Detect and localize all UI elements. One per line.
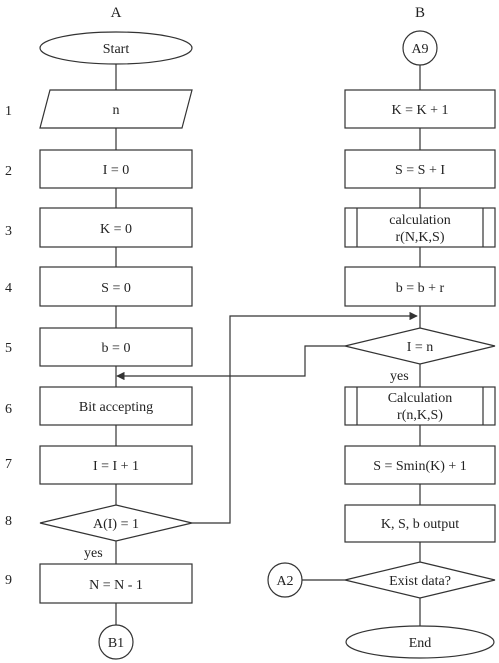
row-number-8: 8 [5, 514, 12, 529]
bit-accepting-label: Bit accepting [79, 400, 153, 415]
row-number-1: 1 [5, 104, 12, 119]
column-b-connectors [297, 65, 421, 626]
b1-label: B1 [108, 636, 124, 651]
a2-label: A2 [276, 574, 293, 589]
row-number-7: 7 [5, 457, 12, 472]
decision-i-label: I = n [407, 340, 434, 355]
input-n-block: n [39, 89, 193, 129]
b1-connector: B1 [98, 624, 134, 660]
b-update-block: b = b + r [344, 266, 496, 307]
input-n-label: n [113, 103, 120, 118]
s-zero-block: S = 0 [39, 266, 193, 307]
decision-a-yes-label: yes [84, 546, 103, 561]
s-increment-block: S = S + I [344, 149, 496, 189]
row-number-3: 3 [5, 224, 12, 239]
decision-i-yes-label: yes [390, 369, 409, 384]
i-zero-label: I = 0 [103, 163, 130, 178]
s-min-label: S = Smin(K) + 1 [373, 459, 467, 474]
calculation-2-line2: r(n,K,S) [397, 408, 443, 423]
i-increment-block: I = I + 1 [39, 445, 193, 485]
end-label: End [409, 636, 432, 651]
decision-a-label: A(I) = 1 [93, 517, 139, 532]
b-zero-label: b = 0 [102, 341, 131, 356]
k-zero-block: K = 0 [39, 207, 193, 248]
a2-connector: A2 [267, 562, 303, 598]
calculation-1-block: calculation r(N,K,S) [344, 207, 496, 248]
row-number-4: 4 [5, 281, 12, 296]
output-label: K, S, b output [381, 517, 459, 532]
a9-label: A9 [411, 42, 428, 57]
calculation-1-line1: calculation [389, 213, 450, 228]
end-terminal: End [345, 625, 495, 659]
s-increment-label: S = S + I [395, 163, 445, 178]
n-decrement-block: N = N - 1 [39, 563, 193, 604]
calculation-2-line1: Calculation [388, 391, 453, 406]
i-zero-block: I = 0 [39, 149, 193, 189]
k-zero-label: K = 0 [100, 222, 132, 237]
i-increment-label: I = I + 1 [93, 459, 139, 474]
decision-data-label: Exist data? [389, 574, 451, 589]
output-block: K, S, b output [344, 504, 496, 543]
b-zero-block: b = 0 [39, 327, 193, 367]
no-branch-arrow [192, 311, 418, 524]
row-number-2: 2 [5, 164, 12, 179]
start-label: Start [103, 42, 130, 57]
calculation-1-line2: r(N,K,S) [396, 230, 445, 245]
row-number-9: 9 [5, 573, 12, 588]
decision-data-block: Exist data? [344, 561, 496, 599]
row-number-5: 5 [5, 341, 12, 356]
s-zero-label: S = 0 [101, 281, 131, 296]
decision-i-block: I = n [344, 327, 496, 365]
row-number-6: 6 [5, 402, 12, 417]
b-update-label: b = b + r [396, 281, 445, 296]
calculation-2-block: Calculation r(n,K,S) [344, 386, 496, 426]
start-terminal: Start [39, 31, 193, 65]
k-increment-label: K = K + 1 [391, 103, 448, 118]
s-min-block: S = Smin(K) + 1 [344, 445, 496, 485]
loop-back-arrow [116, 345, 345, 381]
k-increment-block: K = K + 1 [344, 89, 496, 129]
a9-connector: A9 [402, 30, 438, 66]
n-decrement-label: N = N - 1 [89, 578, 143, 593]
bit-accepting-block: Bit accepting [39, 386, 193, 426]
column-b-heading: B [415, 5, 425, 21]
decision-a-block: A(I) = 1 [39, 504, 193, 542]
column-a-heading: A [111, 5, 122, 21]
